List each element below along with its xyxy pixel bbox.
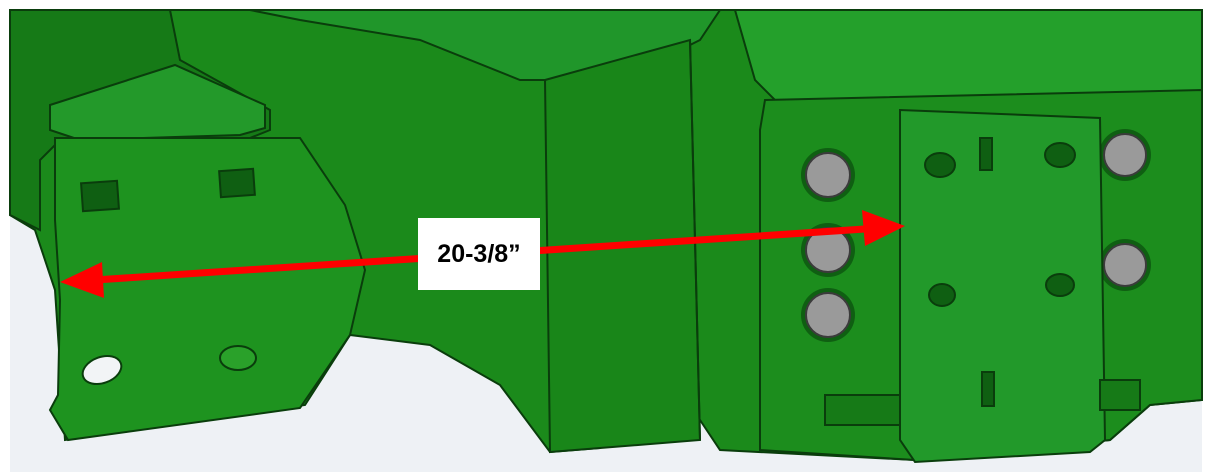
bolt-stack — [801, 129, 1151, 342]
right-plate-hole-2 — [1044, 142, 1076, 168]
left-top-flange — [49, 63, 266, 142]
left-plate-hole-2 — [219, 345, 257, 371]
left-plate-slot-2 — [218, 167, 256, 199]
arrowhead-right — [862, 210, 905, 246]
left-bracket-plate — [48, 137, 367, 442]
dimension-label: 20-3/8” — [418, 218, 540, 290]
right-lower-tab-2 — [1099, 379, 1141, 411]
right-plate-slot-top — [979, 137, 993, 171]
right-plate-hole-3 — [928, 283, 956, 307]
left-plate-slot-1 — [79, 179, 121, 213]
right-plate-hole-1 — [924, 152, 956, 178]
arrowhead-left — [60, 262, 104, 298]
left-plate-hole-1 — [81, 354, 123, 386]
right-mount-plate — [899, 108, 1107, 464]
right-plate-slot-bottom — [981, 371, 995, 407]
right-plate-hole-4 — [1045, 273, 1075, 297]
right-lower-tab — [824, 394, 901, 426]
